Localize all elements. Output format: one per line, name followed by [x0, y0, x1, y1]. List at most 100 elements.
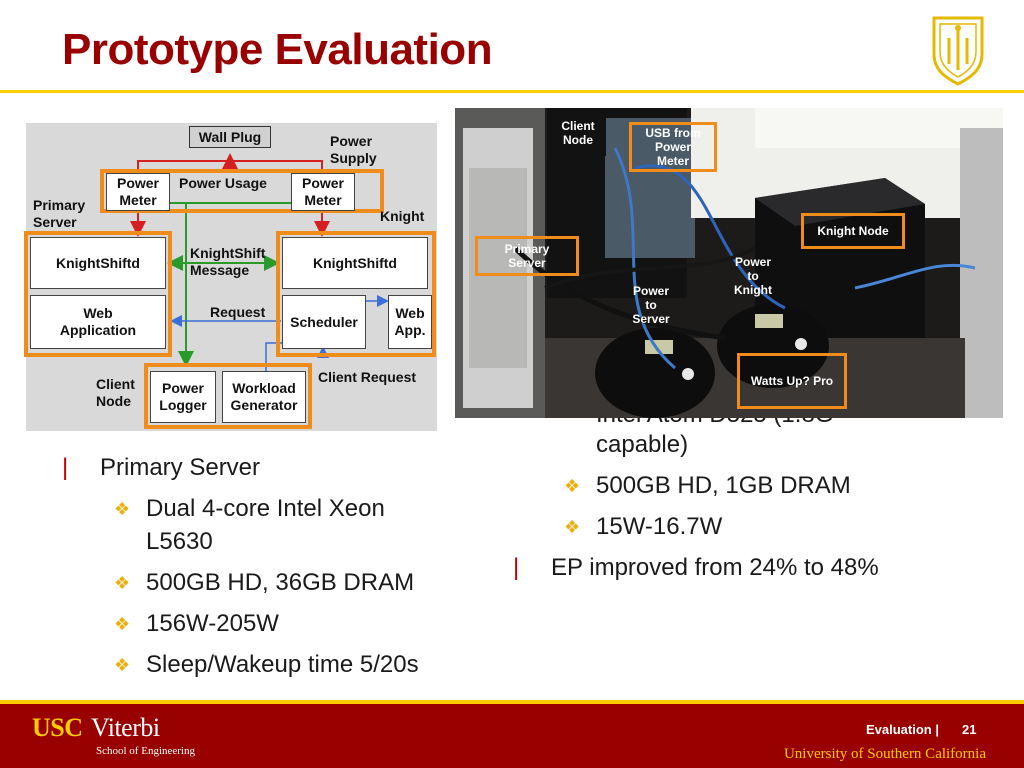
diamond-bullet-icon: ❖	[564, 517, 581, 537]
knightshiftd-right-box: KnightShiftd	[282, 237, 428, 289]
knightshift-message-line-2: Message	[190, 262, 250, 278]
left-bullet-item-3: ❖ 156W-205W	[114, 607, 279, 640]
left-bullet-item-3-text: 156W-205W	[146, 610, 279, 637]
power-meter-left-line-2: Meter	[119, 192, 157, 208]
bullet-bar-icon: |	[513, 554, 520, 581]
knightshift-message-label: KnightShift Message	[190, 245, 265, 279]
left-bullet-item-2-text: 500GB HD, 36GB DRAM	[146, 569, 415, 596]
usc-logo-text: USC	[32, 713, 83, 742]
primary-server-label: Primary Server	[33, 197, 85, 231]
photo-usb-line-1: USB from	[645, 126, 701, 140]
slide-title: Prototype Evaluation	[62, 25, 493, 74]
knightshiftd-left-label: KnightShiftd	[56, 254, 140, 271]
scheduler-box: Scheduler	[282, 295, 366, 349]
photo-primary-server-line-2: Server	[508, 256, 546, 270]
left-bullet-item-1-cont: L5630	[146, 525, 213, 558]
photo-scene	[455, 108, 1003, 418]
left-bullet-item-1: ❖ Dual 4-core Intel Xeon	[114, 492, 385, 525]
title-rule	[0, 90, 1024, 93]
photo-client-node-line-1: Client	[561, 119, 595, 133]
photo-usb-line-2: Power	[654, 140, 691, 154]
power-logger-line-1: Power	[161, 380, 204, 396]
footer-bar	[0, 700, 1024, 768]
photo-ptk-line-1: Power	[734, 255, 771, 269]
photo-knight-node-text: Knight Node	[817, 224, 889, 238]
client-request-label: Client Request	[318, 369, 417, 385]
web-application-line-2: Application	[59, 322, 137, 338]
right-bullet-item-1: ❖ 500GB HD, 1GB DRAM	[564, 469, 851, 502]
client-node-group	[144, 363, 312, 429]
photo-knight-node-callout: Knight Node	[801, 213, 905, 249]
left-bullet-item-4-text: Sleep/Wakeup time 5/20s	[146, 651, 419, 678]
wall-plug-box: Wall Plug	[189, 126, 271, 148]
photo-pts-line-1: Power	[632, 284, 669, 298]
usc-crest-icon	[932, 16, 984, 86]
left-bullet-head-text: Primary Server	[100, 454, 261, 481]
power-meters-group	[100, 169, 384, 213]
web-application-line-1: Web	[83, 305, 113, 321]
power-meter-right-line-2: Meter	[304, 192, 342, 208]
footer-separator: |	[935, 722, 940, 737]
left-bullet-item-4: ❖ Sleep/Wakeup time 5/20s	[114, 648, 419, 681]
diamond-bullet-icon: ❖	[114, 573, 131, 593]
left-bullet-item-1-cont-text: L5630	[146, 528, 213, 555]
wall-plug-label: Wall Plug	[198, 128, 262, 145]
primary-server-group	[24, 231, 172, 357]
photo-watts-up-pro-callout: Watts Up? Pro	[737, 353, 847, 409]
knightshiftd-left-box: KnightShiftd	[30, 237, 166, 289]
knightshift-message-line-1: KnightShift	[190, 245, 266, 261]
photo-ptk-line-3: Knight	[734, 283, 772, 297]
right-bullet-capable-text: capable)	[596, 431, 689, 458]
power-logger-line-2: Logger	[159, 397, 207, 413]
right-bullet-item-2-text: 15W-16.7W	[596, 513, 723, 540]
photo-usb-line-3: Meter	[656, 154, 689, 168]
photo-pts-line-2: to	[645, 298, 657, 312]
request-label: Request	[210, 304, 266, 320]
right-bullet-item-1-text: 500GB HD, 1GB DRAM	[596, 472, 851, 499]
footer-section-text: Evaluation	[866, 722, 932, 737]
knight-label: Knight	[380, 208, 425, 224]
viterbi-logo-text: Viterbi	[91, 713, 160, 742]
left-bullet-head: | Primary Server	[62, 451, 260, 484]
photo-watts-up-text: Watts Up? Pro	[750, 374, 834, 388]
primary-server-line-2: Server	[33, 214, 77, 230]
client-node-label: Client Node	[96, 376, 135, 410]
knight-group	[276, 231, 436, 357]
web-app-line-2: App.	[394, 322, 426, 338]
right-bullet-result-text: EP improved from 24% to 48%	[551, 554, 879, 581]
primary-server-line-1: Primary	[33, 197, 86, 213]
right-bullet-item-2: ❖ 15W-16.7W	[564, 510, 723, 543]
university-name: University of Southern California	[783, 746, 986, 762]
power-supply-line-2: Supply	[330, 150, 377, 166]
left-bullet-item-1-text: Dual 4-core Intel Xeon	[146, 495, 385, 522]
power-meter-left-line-1: Power	[116, 175, 159, 191]
photo-primary-server-line-1: Primary	[504, 242, 550, 256]
power-supply-label: Power Supply	[330, 133, 377, 167]
bullet-bar-icon: |	[62, 454, 69, 481]
web-app-line-1: Web	[395, 305, 425, 321]
workload-generator-line-1: Workload	[232, 380, 296, 396]
power-supply-line-1: Power	[330, 133, 373, 149]
diamond-bullet-icon: ❖	[114, 614, 131, 634]
photo-pts-line-3: Server	[632, 312, 670, 326]
photo-ptk-line-2: to	[747, 269, 759, 283]
knightshiftd-right-label: KnightShiftd	[313, 254, 397, 271]
client-node-line-1: Client	[96, 376, 135, 392]
photo-client-node-line-2: Node	[563, 133, 593, 147]
right-bullet-capable: capable)	[596, 428, 688, 461]
client-node-line-2: Node	[96, 393, 131, 409]
diamond-bullet-icon: ❖	[114, 655, 131, 675]
power-meter-right-line-1: Power	[301, 175, 344, 191]
power-usage-label: Power Usage	[179, 175, 267, 191]
